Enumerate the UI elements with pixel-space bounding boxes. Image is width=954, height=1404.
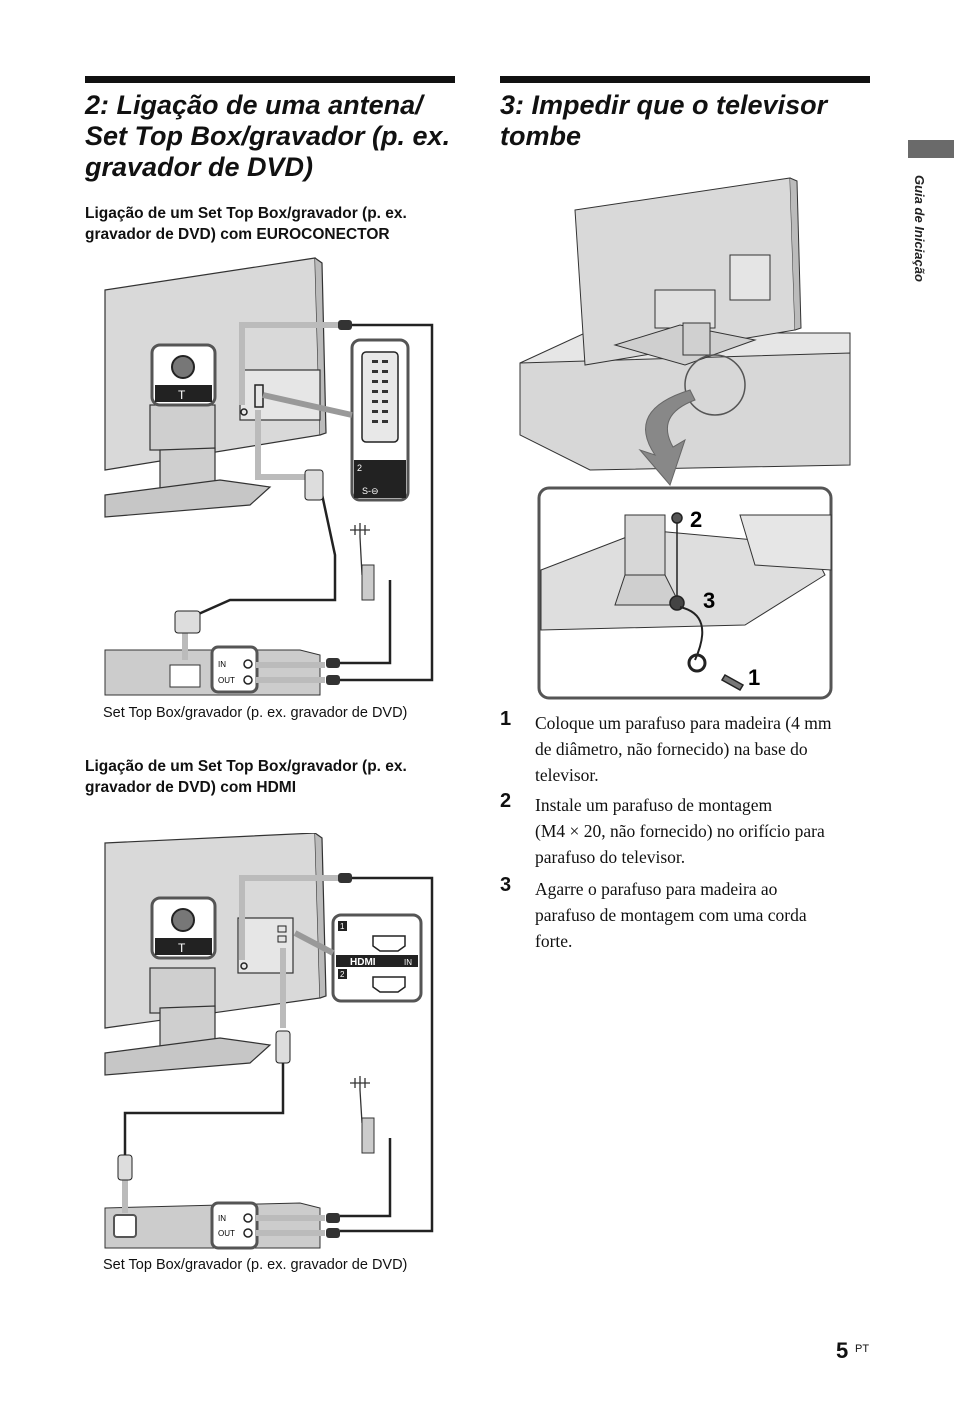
scart-heading: Ligação de um Set Top Box/gravador (p. e…: [85, 205, 407, 243]
svg-text:T: T: [178, 388, 186, 402]
svg-text:IN: IN: [218, 1214, 226, 1223]
callout-3: 3: [703, 588, 715, 613]
svg-text:2: 2: [340, 970, 345, 979]
scart-caption: Set Top Box/gravador (p. ex. gravador de…: [103, 705, 408, 721]
sidebar-tab-marker: [908, 140, 954, 158]
svg-text:OUT: OUT: [218, 1229, 235, 1238]
page-suffix: PT: [855, 1343, 870, 1355]
step-number: 3: [500, 874, 512, 896]
hdmi-caption: Set Top Box/gravador (p. ex. gravador de…: [103, 1257, 408, 1273]
step-text: Coloque um parafuso para madeira (4 mm d…: [535, 713, 832, 785]
scart-connection-diagram: T 2 S-⊖ IN OUT: [104, 257, 434, 696]
step-text: Instale um parafuso de montagem (M4 × 20…: [535, 795, 825, 867]
sidebar-label: Guia de Iniciação: [912, 175, 927, 282]
section3-rule: [500, 76, 870, 83]
svg-text:2: 2: [357, 463, 362, 473]
step-number: 2: [500, 790, 512, 812]
callout-1: 1: [748, 665, 760, 690]
tv-anti-tip-diagram: 2 3 1: [519, 177, 851, 700]
svg-text:IN: IN: [404, 958, 412, 967]
svg-text:HDMI: HDMI: [350, 957, 376, 968]
step-text: Agarre o parafuso para madeira ao parafu…: [535, 879, 807, 951]
hdmi-heading: Ligação de um Set Top Box/gravador (p. e…: [85, 758, 407, 796]
antenna-jack-icon: [171, 355, 195, 379]
svg-text:1: 1: [340, 922, 345, 931]
step-number: 1: [500, 708, 512, 730]
antenna-jack-icon: [171, 908, 195, 932]
callout-2: 2: [690, 507, 702, 532]
page-number: 5: [836, 1338, 849, 1363]
section2-rule: [85, 76, 455, 83]
svg-text:S-⊖: S-⊖: [362, 486, 379, 496]
section3-title: 3: Impedir que o televisor tombe: [500, 90, 828, 151]
section2-title: 2: Ligação de uma antena/ Set Top Box/gr…: [85, 90, 451, 182]
svg-text:OUT: OUT: [218, 676, 235, 685]
hdmi-connection-diagram: T 1 HDMI IN 2 IN OUT: [104, 833, 434, 1250]
svg-text:T: T: [178, 941, 186, 955]
svg-text:IN: IN: [218, 660, 226, 669]
